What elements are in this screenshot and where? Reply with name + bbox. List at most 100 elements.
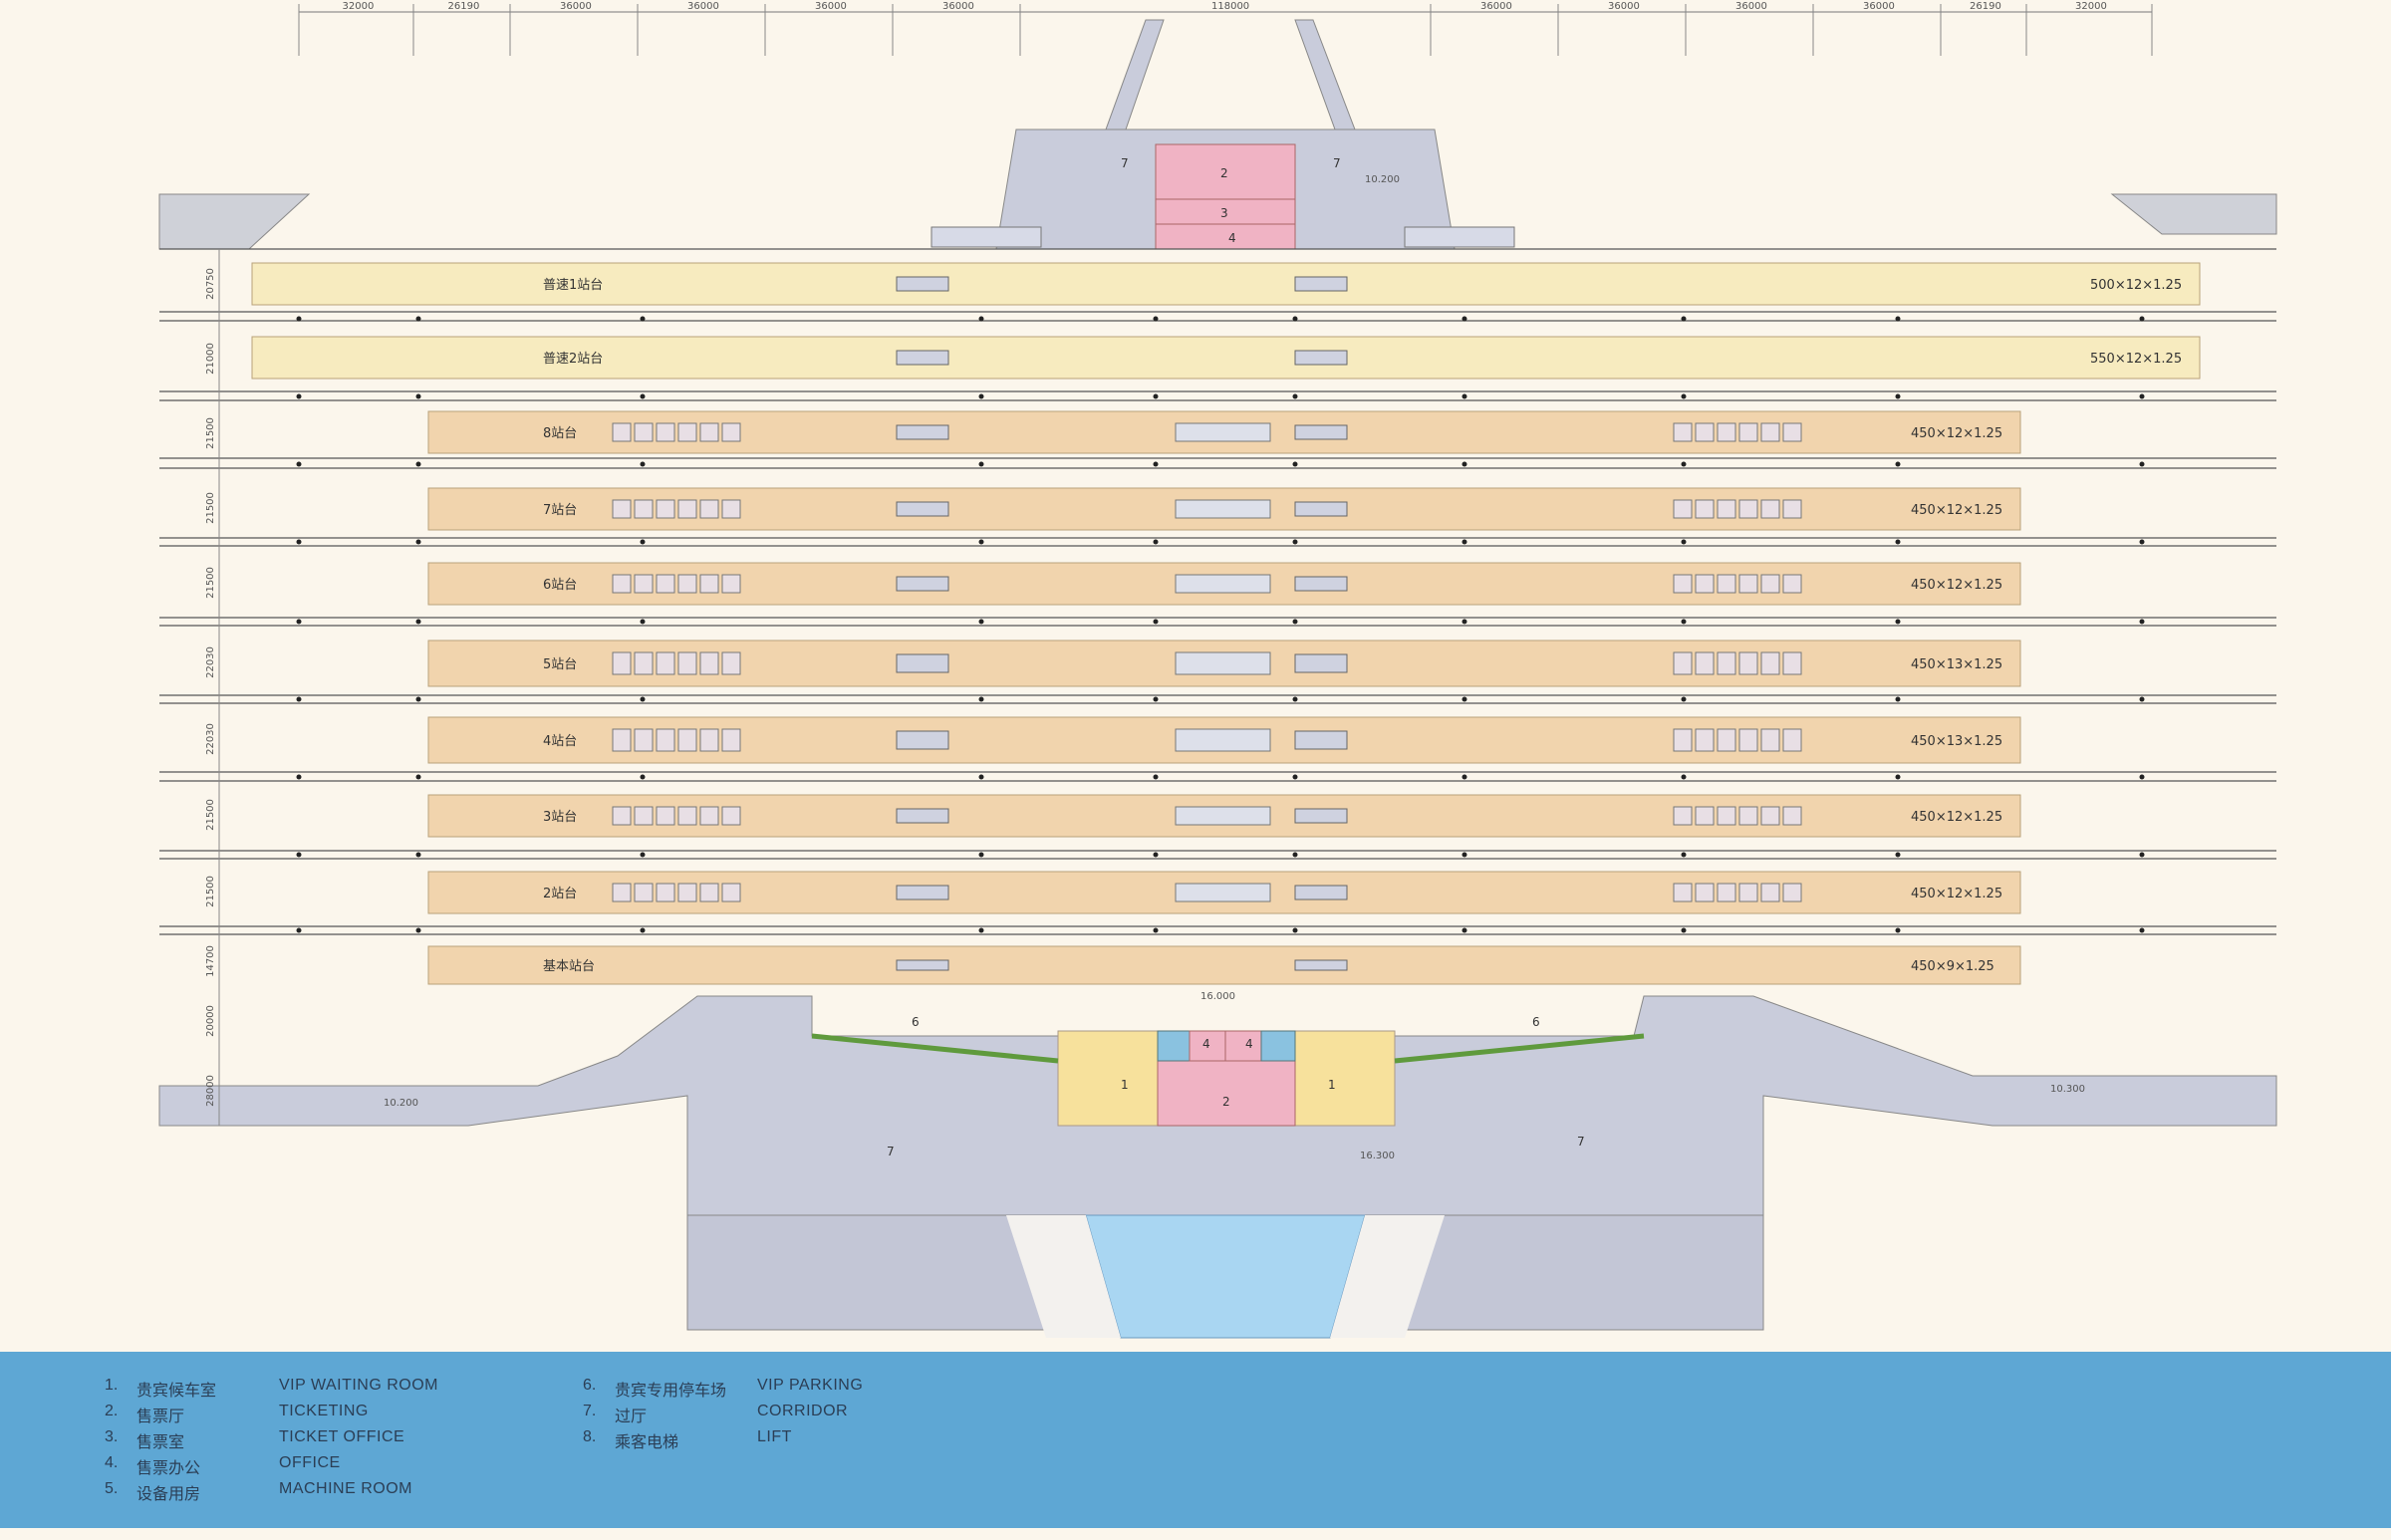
platform-escalator [1294, 959, 1348, 971]
platform-shelter [721, 422, 741, 442]
platform-escalator [896, 576, 949, 592]
structural-column [415, 696, 421, 702]
legend-chinese-label: 贵宾候车室 [136, 1383, 217, 1400]
structural-column [640, 316, 646, 322]
legend-number: 3. [105, 1428, 119, 1445]
structural-column [978, 774, 984, 780]
platform-escalator [1294, 576, 1348, 592]
platform-shelter [1717, 651, 1736, 675]
room-number-7-north-right: 7 [1333, 156, 1341, 170]
structural-column [1461, 852, 1467, 858]
platform-stair [1175, 651, 1271, 675]
room-numbers: 7 7 2 3 4 1 1 2 4 4 6 6 7 7 [887, 156, 1585, 1158]
structural-column [1292, 852, 1298, 858]
platform-shelter [612, 499, 632, 519]
platform-shelter [1782, 883, 1802, 902]
room-number-4-north: 4 [1228, 231, 1236, 245]
structural-column [1895, 539, 1901, 545]
platform-shelter [1738, 883, 1758, 902]
structural-column [1681, 393, 1687, 399]
structural-column [296, 393, 302, 399]
structural-column [1292, 461, 1298, 467]
platform-shelter [721, 651, 741, 675]
platform-shelter [1673, 574, 1693, 594]
room-number-3-north: 3 [1220, 206, 1228, 220]
platform-escalator [1294, 424, 1348, 440]
platform-size: 450×13×1.25 [1911, 657, 2002, 672]
platform-shelter [1695, 422, 1715, 442]
platform-shelter [656, 651, 675, 675]
platform-shelter [634, 883, 654, 902]
platform-shelter [1782, 651, 1802, 675]
platform-shelter [1673, 651, 1693, 675]
structural-column [1292, 619, 1298, 625]
legend-number: 4. [105, 1454, 119, 1471]
platform-shelter [634, 574, 654, 594]
structural-column [296, 461, 302, 467]
structural-column [1461, 539, 1467, 545]
structural-column [2139, 461, 2145, 467]
structural-column [415, 393, 421, 399]
structural-column [415, 316, 421, 322]
platform-shelter [1738, 574, 1758, 594]
structural-column [1292, 393, 1298, 399]
structural-column [1461, 927, 1467, 933]
side-dimension-label: 21000 [205, 343, 216, 375]
platform-shelter [721, 499, 741, 519]
structural-column [640, 774, 646, 780]
structural-column [1895, 393, 1901, 399]
room-number-4-south-b: 4 [1245, 1037, 1253, 1051]
top-dimension-label: 36000 [1863, 1, 1895, 12]
legend-english-label: VIP WAITING ROOM [279, 1377, 439, 1394]
top-dimension-label: 36000 [1608, 1, 1640, 12]
platform-shelter [1782, 728, 1802, 752]
legend-number: 5. [105, 1480, 119, 1497]
platform-stair [1175, 499, 1271, 519]
platform-shelter [1760, 651, 1780, 675]
structural-column [1153, 774, 1159, 780]
structural-column [1461, 774, 1467, 780]
side-dimension-label: 20000 [205, 1005, 216, 1037]
structural-column [1681, 774, 1687, 780]
structural-column [1292, 316, 1298, 322]
structural-column [640, 696, 646, 702]
platform-shelter [1717, 574, 1736, 594]
structural-column [1895, 852, 1901, 858]
platform-name: 4站台 [543, 734, 577, 749]
platform-name: 3站台 [543, 810, 577, 825]
platform-shelter [721, 806, 741, 826]
platform-shelter [677, 651, 697, 675]
platform-shelter [1673, 422, 1693, 442]
platform-shelter [699, 728, 719, 752]
structural-column [1895, 774, 1901, 780]
platform-shelter [634, 651, 654, 675]
structural-column [978, 539, 984, 545]
top-dimension-label: 36000 [815, 1, 847, 12]
platform-shelter [699, 883, 719, 902]
platform-shelter [677, 499, 697, 519]
platform-escalator [1294, 730, 1348, 750]
structural-column [415, 619, 421, 625]
top-dimension-label: 36000 [1735, 1, 1767, 12]
side-dimension-label: 21500 [205, 876, 216, 907]
platform-shelter [1760, 499, 1780, 519]
side-dimension-label: 28000 [205, 1075, 216, 1107]
platform-escalator [1294, 501, 1348, 517]
structural-column [296, 316, 302, 322]
structural-column [1461, 461, 1467, 467]
structural-column [1153, 696, 1159, 702]
platform-shelter [1760, 574, 1780, 594]
platform-escalator [1294, 653, 1348, 673]
side-dimension-label: 21500 [205, 417, 216, 449]
platform-shelter [1782, 574, 1802, 594]
platform-escalator [896, 350, 949, 366]
legend-chinese-label: 售票室 [136, 1434, 185, 1451]
south-concourse [158, 995, 2277, 1339]
platform-escalator [896, 276, 949, 292]
